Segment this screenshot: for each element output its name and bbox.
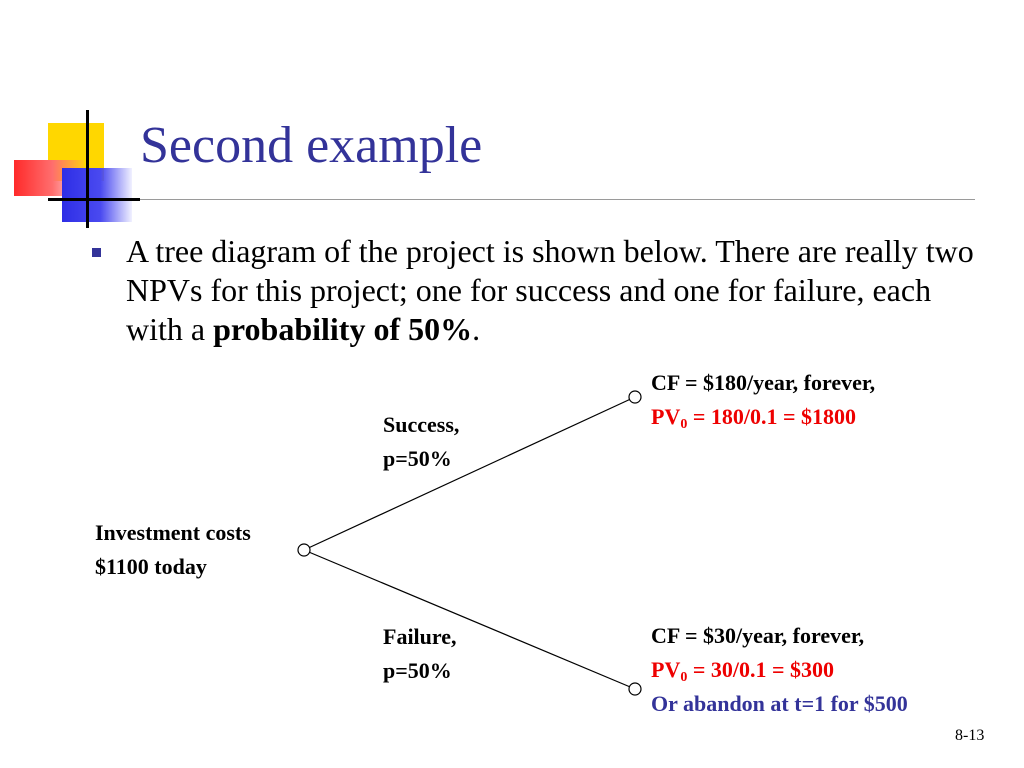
slide-number: 8-13 bbox=[955, 727, 985, 744]
bullet-text-end: . bbox=[472, 311, 481, 347]
root-label-line1: Investment costs bbox=[95, 520, 251, 545]
success-outcome: CF = $180/year, forever, PV0 = 180/0.1 =… bbox=[651, 366, 875, 434]
success-cf: CF = $180/year, forever, bbox=[651, 370, 876, 395]
failure-cf: CF = $30/year, forever, bbox=[651, 623, 865, 648]
failure-edge bbox=[303, 549, 636, 690]
logo-vertical-line bbox=[86, 110, 89, 228]
success-label-line2: p=50% bbox=[383, 446, 452, 471]
failure-branch-label: Failure, p=50% bbox=[383, 620, 457, 688]
failure-pv: PV0 = 30/0.1 = $300 bbox=[651, 657, 835, 685]
failure-label-line1: Failure, bbox=[383, 624, 457, 649]
success-edge bbox=[303, 396, 636, 551]
logo-horizontal-line bbox=[48, 198, 140, 201]
failure-outcome: CF = $30/year, forever, PV0 = 30/0.1 = $… bbox=[651, 619, 908, 721]
failure-abandon: Or abandon at t=1 for $500 bbox=[651, 691, 908, 716]
success-pv: PV0 = 180/0.1 = $1800 bbox=[651, 404, 857, 432]
logo-blue-square bbox=[62, 168, 132, 222]
failure-node bbox=[628, 682, 642, 696]
bullet-paragraph: A tree diagram of the project is shown b… bbox=[126, 232, 976, 349]
bullet-text-bold: probability of 50% bbox=[213, 311, 473, 347]
title-underline bbox=[140, 199, 975, 200]
success-label-line1: Success, bbox=[383, 412, 460, 437]
bullet-text-plain: A tree diagram of the project is shown b… bbox=[126, 233, 974, 347]
failure-label-line2: p=50% bbox=[383, 658, 452, 683]
success-node bbox=[628, 390, 642, 404]
bullet-icon bbox=[92, 248, 101, 257]
slide-title: Second example bbox=[140, 117, 483, 174]
root-node bbox=[297, 543, 311, 557]
success-branch-label: Success, p=50% bbox=[383, 408, 459, 476]
root-label: Investment costs $1100 today bbox=[95, 516, 251, 584]
root-label-line2: $1100 today bbox=[95, 554, 207, 579]
